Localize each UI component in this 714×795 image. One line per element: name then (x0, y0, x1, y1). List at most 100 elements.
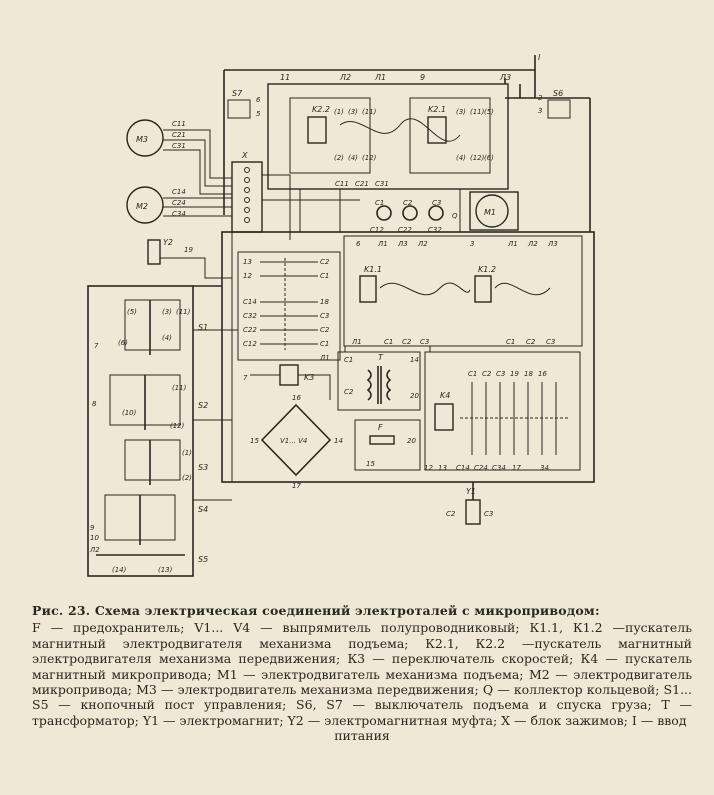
caption-body: F — предохранитель; V1... V4 — выпрямите… (32, 620, 692, 728)
t-label: T (378, 353, 384, 362)
terminal-label: C2 (482, 370, 492, 378)
terminal-label: 3 (470, 240, 474, 248)
k4-coil (434, 403, 454, 431)
terminal-label: C14 (456, 464, 470, 472)
fuse: F 20 15 (354, 419, 421, 471)
terminal-label: C1 (344, 356, 353, 364)
wire-label: Л3 (499, 73, 511, 82)
terminal-label: C11 (172, 120, 186, 128)
m2-motor: M2 C14 C24 C34 (126, 186, 232, 224)
terminal-label: C21 (172, 131, 186, 139)
terminal-label: 5 (256, 110, 261, 118)
wire-label: Л2 (339, 73, 351, 82)
terminal-label: 6 (356, 240, 361, 248)
k21-label: K2.1 (428, 105, 446, 114)
terminal-label: C32 (243, 312, 257, 320)
transformer: T C1 C2 14 20 (337, 351, 421, 411)
terminal-label: (1) (334, 108, 344, 116)
k22-label: K2.2 (312, 105, 330, 114)
k11-label: K1.1 (364, 265, 382, 274)
m3-label: M3 (136, 135, 148, 144)
k4-starter-block: K4 C1 C2 C3 19 18 16 12 13 C14 C24 C34 1… (424, 351, 581, 472)
terminal-label: C24 (172, 199, 186, 207)
wire-label: 11 (280, 73, 290, 82)
terminal-label: Л1 (377, 240, 388, 248)
s2-label: S2 (198, 401, 208, 410)
q-collector: C1 C2 C3 C12 C22 C32 Q (370, 199, 458, 234)
terminal-label: (10) (122, 409, 137, 417)
terminal-label: 12 (243, 272, 252, 280)
s7-switch: S7 6 5 (223, 69, 535, 215)
terminal-label: 10 (90, 534, 99, 542)
terminal-label: C2 (344, 388, 354, 396)
x-terminal-block: X (231, 151, 360, 240)
terminal-label: 17 (292, 482, 301, 490)
terminal-label: C14 (172, 188, 186, 196)
terminal-label: (3) (348, 108, 358, 116)
s3-label: S3 (198, 463, 208, 472)
terminal-label: C31 (172, 142, 186, 150)
k11-coil (359, 275, 377, 303)
terminal-label: C2 (526, 338, 536, 346)
terminal-label: Л2 (417, 240, 428, 248)
m2-label: M2 (136, 202, 148, 211)
terminal-label: (14) (112, 566, 127, 574)
terminal-label: C24 (474, 464, 488, 472)
terminal-label: (3) (456, 108, 466, 116)
terminal-label: C1 (320, 340, 329, 348)
rectifier-bridge: V1... V4 16 15 14 17 (250, 394, 343, 490)
terminal-label: C3 (496, 370, 505, 378)
terminal-label: (5) (127, 308, 137, 316)
terminal-label: 12 (424, 464, 433, 472)
q-label: Q (452, 212, 458, 220)
terminal-label: C1 (506, 338, 515, 346)
pendant-control-station: S1 (5) (3) (11) (6) (4) S2 (10) (11) (12… (87, 285, 222, 577)
k22-coil (307, 116, 327, 144)
k12-coil (474, 275, 492, 303)
terminal-label: 18 (320, 298, 329, 306)
terminal-label: 6 (256, 96, 261, 104)
m1-label: M1 (484, 208, 496, 217)
pendant-outline (87, 285, 194, 577)
terminal-label: 7 (243, 374, 248, 382)
intake-label: I (538, 53, 541, 62)
terminal-label: (4) (162, 334, 172, 342)
terminal-label: Л3 (397, 240, 408, 248)
terminal-label: (4) (348, 154, 358, 162)
terminal-label: (11) (470, 108, 485, 116)
s6-label: S6 (553, 89, 563, 98)
terminal-label: (3) (162, 308, 172, 316)
m3-motor: M3 C11 C21 C31 (126, 119, 232, 195)
terminal-label: C2 (320, 326, 330, 334)
k3-switch: K3 (250, 364, 331, 400)
terminal-label: 9 (90, 524, 95, 532)
s1-label: S1 (198, 323, 208, 332)
terminal-label: (4) (456, 154, 466, 162)
terminal-label: 19 (510, 370, 519, 378)
terminal-label: Л2 (89, 546, 100, 554)
terminal-label: (13) (158, 566, 173, 574)
terminal-label: 18 (524, 370, 533, 378)
terminal-label: C1 (320, 272, 329, 280)
terminal-label: 17 (512, 464, 521, 472)
y1-label: Y1 (466, 487, 476, 496)
terminal-label: Л2 (527, 240, 538, 248)
terminal-label: 15 (250, 437, 259, 445)
terminal-label: 16 (538, 370, 547, 378)
k21-coil (427, 116, 447, 144)
s4-label: S4 (198, 505, 208, 514)
y1-electromagnet: Y1 C2 C3 (446, 482, 493, 525)
s5-label: S5 (198, 555, 208, 564)
terminal-label: (2) (182, 474, 192, 482)
wire-label: Л1 (374, 73, 386, 82)
terminal-label: Л1 (507, 240, 518, 248)
terminal-label: Л3 (547, 240, 558, 248)
figure-caption: Рис. 23. Схема электрическая соединений … (32, 603, 692, 744)
x-label: X (241, 151, 248, 160)
terminal-label: C11 (335, 180, 349, 188)
terminal-label: (5) (484, 108, 494, 116)
terminal-label: C22 (398, 226, 412, 234)
y2-label: Y2 (163, 238, 173, 247)
terminal-label: C3 (484, 510, 493, 518)
f-label: F (378, 423, 383, 432)
